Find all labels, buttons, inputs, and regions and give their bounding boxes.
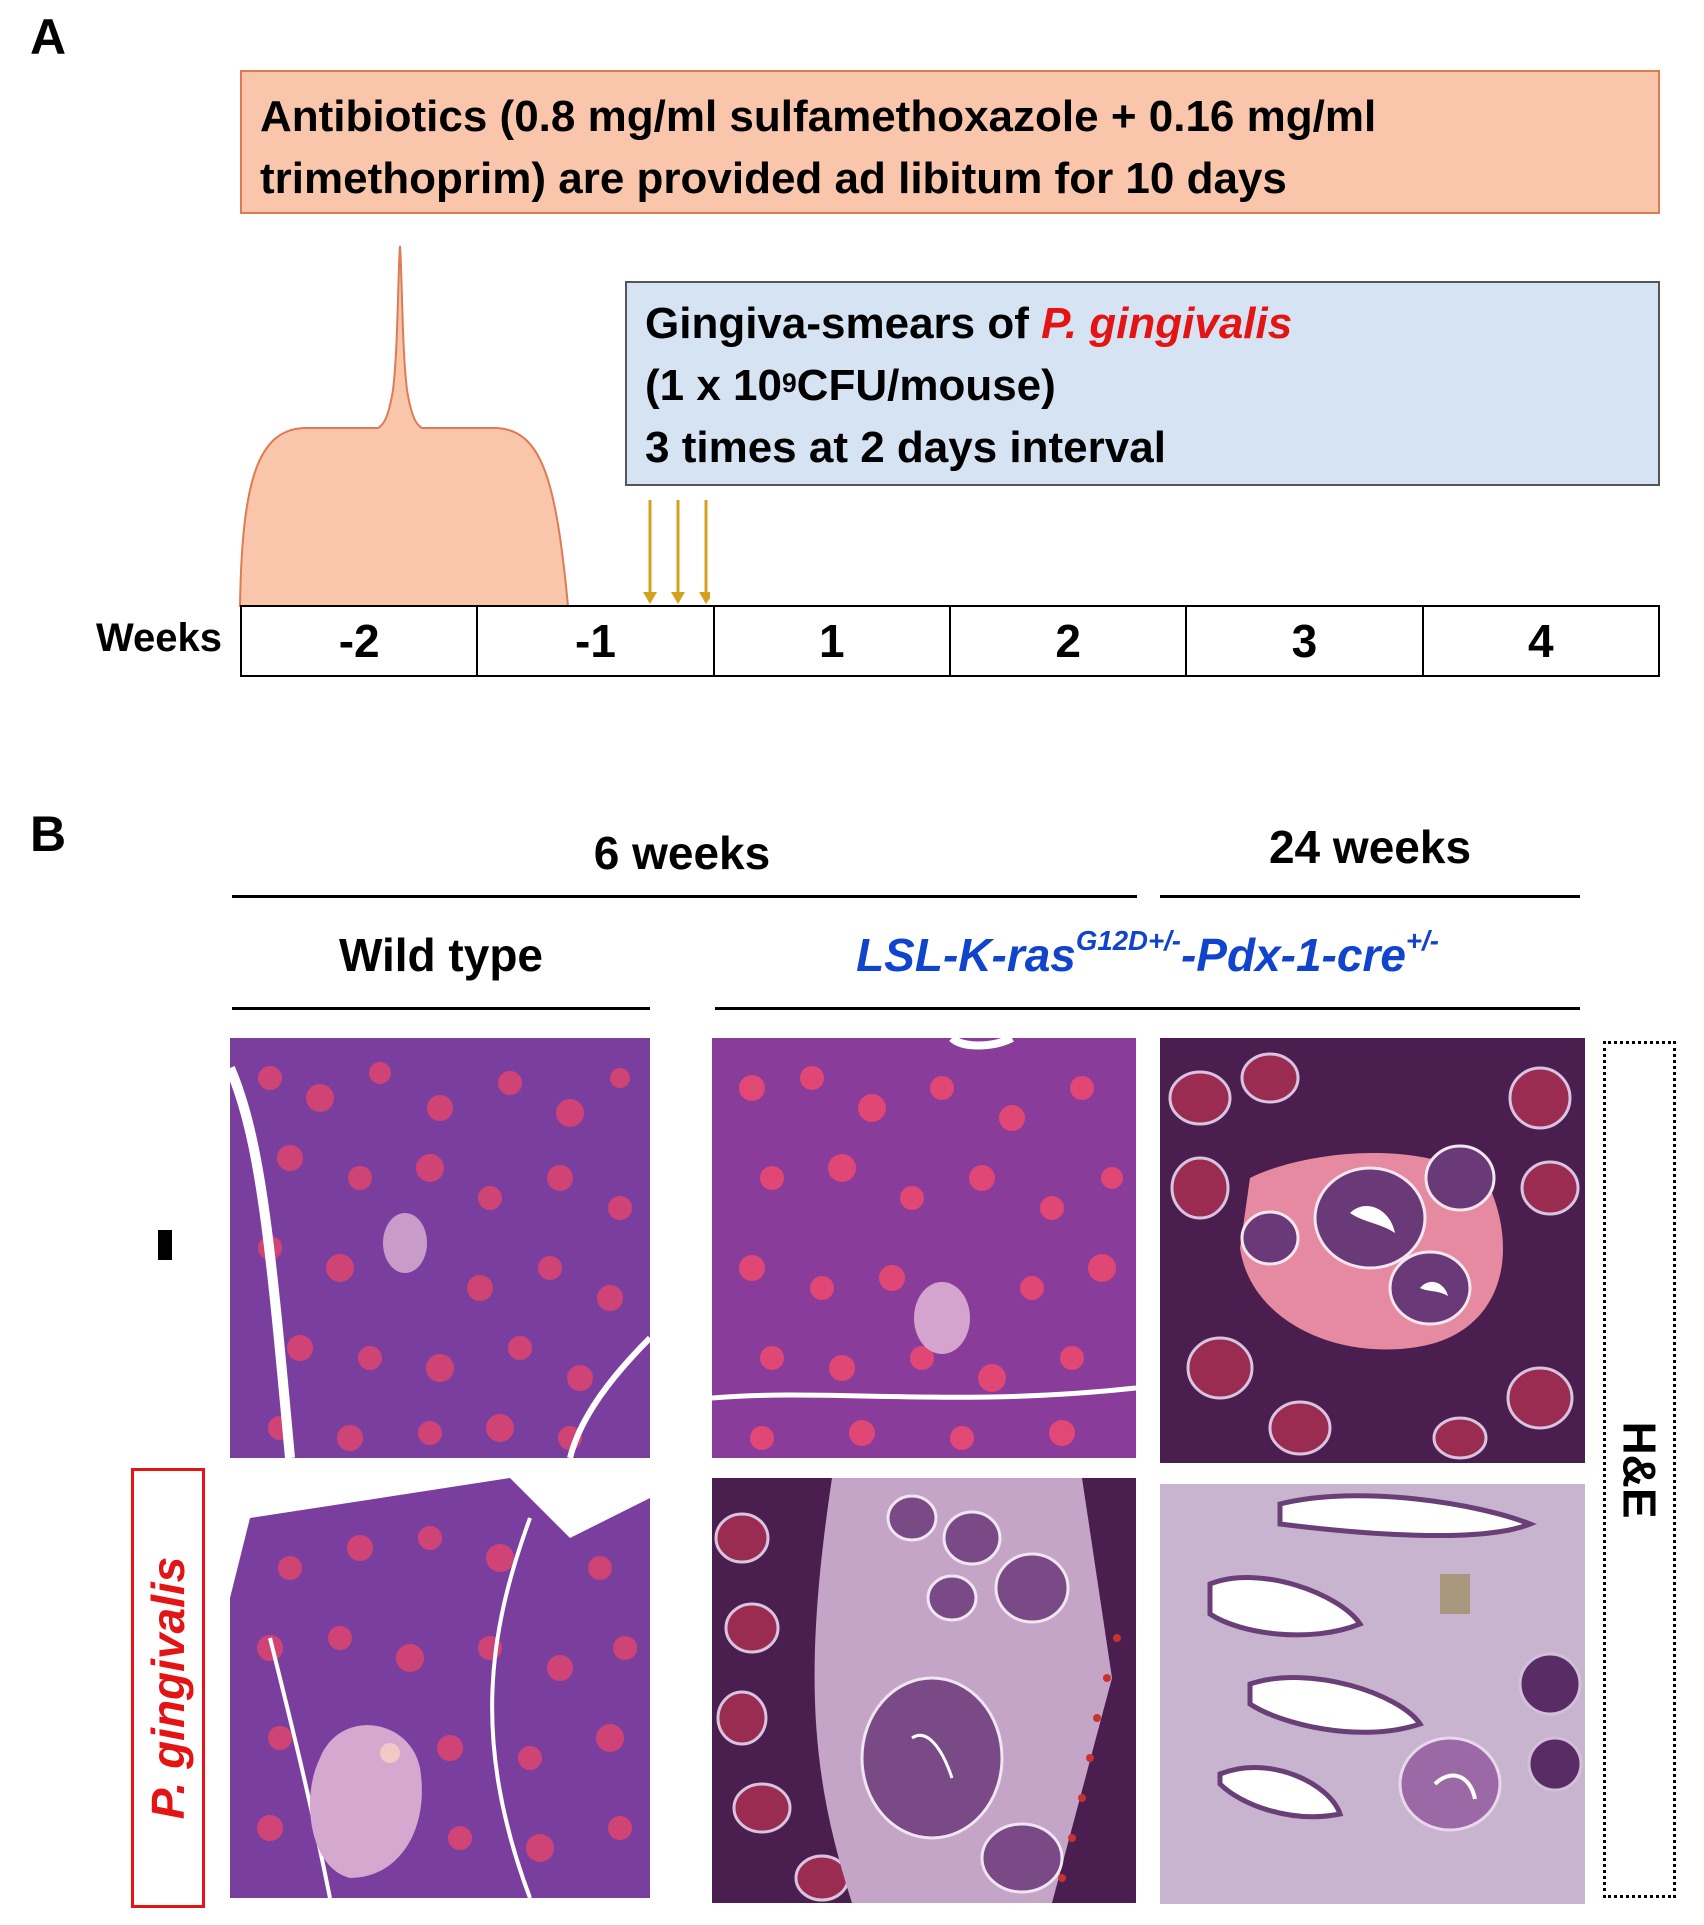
weeks-axis: -2 -1 1 2 3 4 [240,605,1660,677]
row-2-label-box: P. gingivalis [131,1468,205,1908]
dose-exponent: 9 [781,368,797,399]
stain-box [1603,1041,1676,1898]
arrow-2-head [671,592,685,604]
week-cell: 2 [951,607,1188,675]
inoculation-arrows [643,500,710,604]
genotype-sup-1: G12D+/- [1075,925,1181,957]
arrow-1-head [643,592,657,604]
weeks-label: Weeks [96,616,223,660]
week-cell: 3 [1187,607,1424,675]
antibiotics-line-2: trimethoprim) are provided ad libitum fo… [260,154,1287,203]
divider-genotype [715,1007,1580,1010]
header-24-weeks: 24 weeks [1268,821,1472,873]
header-wild-type: Wild type [338,929,544,981]
week-cell: -1 [478,607,715,675]
gingiva-species: P. gingivalis [1041,299,1293,348]
gingiva-line-3: 3 times at 2 days interval [645,423,1166,472]
row-1-label: - [158,1230,172,1260]
stain-label-wrapper: H&E [1603,1041,1676,1898]
dose-suffix: CFU/mouse) [796,361,1056,410]
gingiva-box: Gingiva-smears of P. gingivalis (1 x 109… [625,281,1660,486]
arrow-3-head [699,592,710,604]
divider-6-weeks [232,895,1137,898]
micrograph-wt-control [230,1038,650,1458]
antibiotic-curve [238,245,570,607]
week-cell: -2 [242,607,479,675]
antibiotic-curve-shape [238,245,570,607]
gingiva-line-2: (1 x 109CFU/mouse) [645,355,1658,417]
dose-prefix: (1 x 10 [645,361,782,410]
header-6-weeks: 6 weeks [593,827,771,879]
stain-label: H&E [1613,1420,1666,1519]
micrograph-kras-24w-control [1160,1038,1585,1463]
genotype-sup-2: +/- [1405,925,1439,957]
antibiotics-line-1: Antibiotics (0.8 mg/ml sulfamethoxazole … [260,92,1377,141]
micrograph-wt-pg [230,1478,650,1898]
genotype-base: LSL-K-ras [856,929,1076,981]
panel-a-letter: A [30,9,67,65]
gingiva-line-1: Gingiva-smears of P. gingivalis [645,293,1658,355]
antibiotics-box: Antibiotics (0.8 mg/ml sulfamethoxazole … [240,70,1660,214]
week-cell: 4 [1528,615,1554,667]
panel-b-letter: B [30,806,67,862]
header-genotype: LSL-K-rasG12D+/--Pdx-1-cre+/- [715,925,1580,982]
divider-24-weeks [1160,895,1580,898]
divider-wild-type [232,1007,650,1010]
micrograph-kras-6w-control [712,1038,1136,1458]
micrograph-kras-24w-pg [1160,1484,1585,1904]
week-cell: 1 [715,607,951,675]
row-2-label: P. gingivalis [142,1556,195,1820]
gingiva-prefix: Gingiva-smears of [645,299,1042,348]
micrograph-kras-6w-pg [712,1478,1136,1903]
genotype-mid: -Pdx-1-cre [1180,929,1406,981]
